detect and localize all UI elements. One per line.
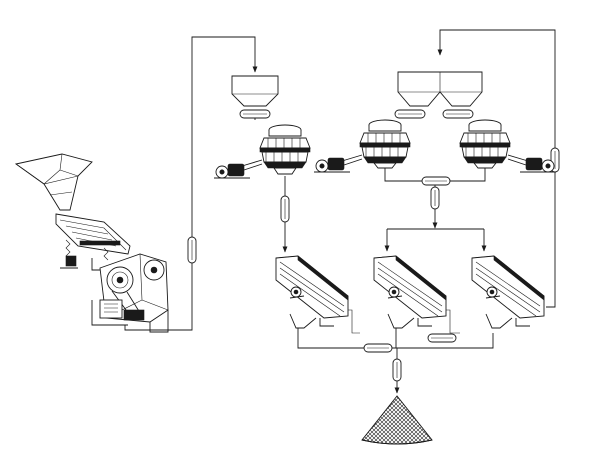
cone-crusher-3 <box>459 119 556 173</box>
conveyor-lines <box>124 29 556 394</box>
cone-crusher-2 <box>314 119 411 173</box>
conveyor-screens-collector <box>297 328 494 349</box>
conveyor-jaw-to-bin1 <box>124 36 258 331</box>
stockpile <box>361 395 433 445</box>
bin-1 <box>231 75 279 107</box>
belt-left-vertical <box>187 236 197 264</box>
belt-stockpile-drop <box>392 358 402 382</box>
cone-crusher-1 <box>214 124 311 179</box>
belt-conveyors <box>187 109 560 382</box>
belt-bin1 <box>239 109 271 119</box>
conveyor-return-loop <box>437 29 556 308</box>
screen-3 <box>471 255 545 329</box>
conveyor-screen2-side <box>446 309 460 334</box>
belt-collector-down <box>430 186 440 210</box>
belt-cones-collector <box>421 176 451 186</box>
screen-2 <box>373 255 447 329</box>
belt-screen2-side <box>427 333 457 343</box>
belt-bin2-right <box>442 109 474 119</box>
screen-1 <box>275 255 349 329</box>
conveyor-screen1-side <box>348 309 360 334</box>
feed-hopper <box>14 153 93 211</box>
jaw-crusher <box>91 253 169 333</box>
belt-cone1-down <box>280 195 290 223</box>
belt-bin2-left <box>394 109 426 119</box>
bin-2 <box>397 71 483 107</box>
belt-screen-collector-left <box>363 343 393 353</box>
